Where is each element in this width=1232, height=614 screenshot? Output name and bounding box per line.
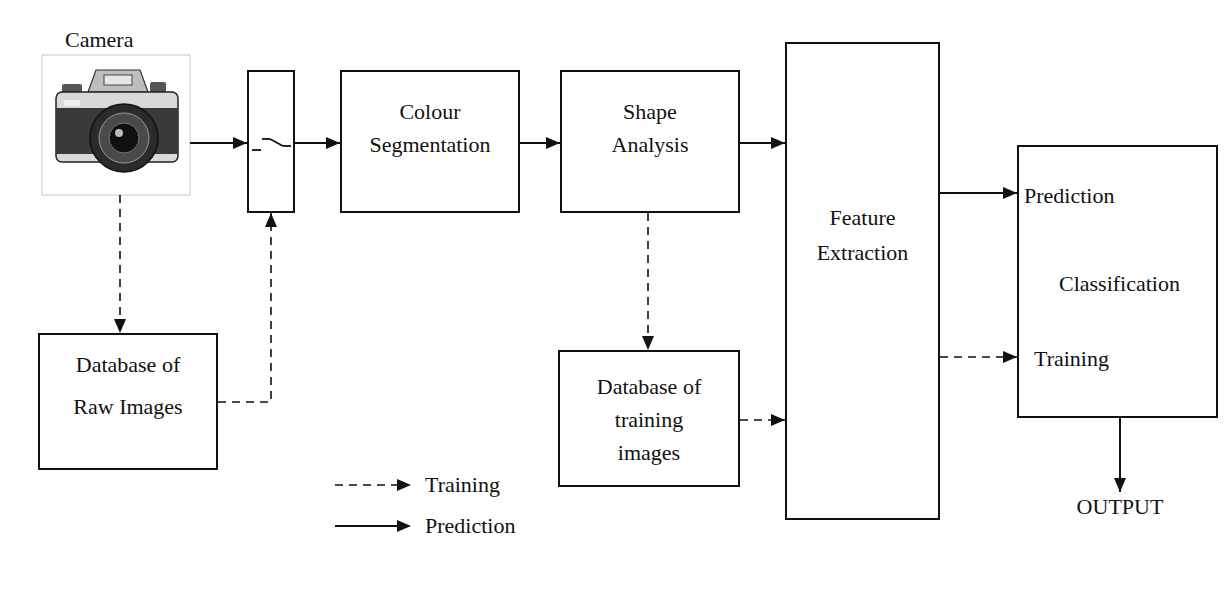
prediction-connector — [740, 142, 785, 144]
node-label: Database of Raw Images — [63, 344, 193, 428]
switch-line — [262, 138, 270, 140]
node-label: Prediction — [1024, 179, 1114, 212]
training-connector — [647, 213, 649, 350]
camera-lens — [109, 123, 139, 153]
legend-line — [335, 484, 399, 486]
node-label: Training — [1034, 342, 1109, 375]
switch-box — [247, 70, 295, 213]
process-box: Shape Analysis — [560, 70, 740, 213]
camera-detail — [64, 100, 80, 106]
switch-line — [270, 139, 283, 146]
prediction-connector — [190, 142, 247, 144]
camera-lens-glint — [115, 129, 123, 137]
camera-badge — [104, 75, 132, 85]
legend-line-sample — [335, 475, 417, 495]
legend-arrowhead — [397, 520, 411, 532]
camera-illustration — [42, 55, 190, 195]
process-box: Colour Segmentation — [340, 70, 520, 213]
legend-arrowhead — [397, 479, 411, 491]
prediction-connector — [940, 192, 1017, 194]
output-label: OUTPUT — [1060, 492, 1180, 522]
switch-line — [283, 145, 291, 147]
training-connector — [218, 213, 271, 402]
process-box: Feature Extraction — [785, 42, 940, 520]
legend-label: Training — [425, 470, 500, 500]
training-connector — [119, 195, 121, 333]
prediction-connector — [295, 142, 340, 144]
training-connector — [740, 419, 785, 421]
camera-lens — [99, 113, 149, 163]
classifier-box: PredictionClassificationTraining — [1017, 145, 1218, 418]
node-label: Shape Analysis — [590, 95, 710, 161]
camera-prism — [88, 70, 148, 92]
node-label: Feature Extraction — [803, 200, 923, 270]
training-connector — [940, 356, 1017, 358]
database-box: Database of Raw Images — [38, 333, 218, 470]
switch-symbol — [252, 139, 291, 150]
node-label: Colour Segmentation — [355, 95, 505, 161]
legend-label: Prediction — [425, 511, 515, 541]
node-label: Camera — [65, 23, 133, 56]
legend-entry: Prediction — [335, 511, 535, 541]
camera-body — [56, 92, 178, 162]
legend-line-sample — [335, 516, 417, 536]
prediction-connector — [520, 142, 560, 144]
output-arrow — [1119, 418, 1121, 492]
camera-node: Camera — [42, 55, 190, 195]
node-label: Classification — [1059, 267, 1180, 300]
node-label: Database of training images — [589, 370, 709, 469]
camera-frame — [42, 55, 190, 195]
camera-lens — [90, 104, 158, 172]
legend-entry: Training — [335, 470, 535, 500]
legend-line — [335, 525, 399, 527]
switch-line — [252, 149, 261, 151]
database-box: Database of training images — [558, 350, 740, 487]
